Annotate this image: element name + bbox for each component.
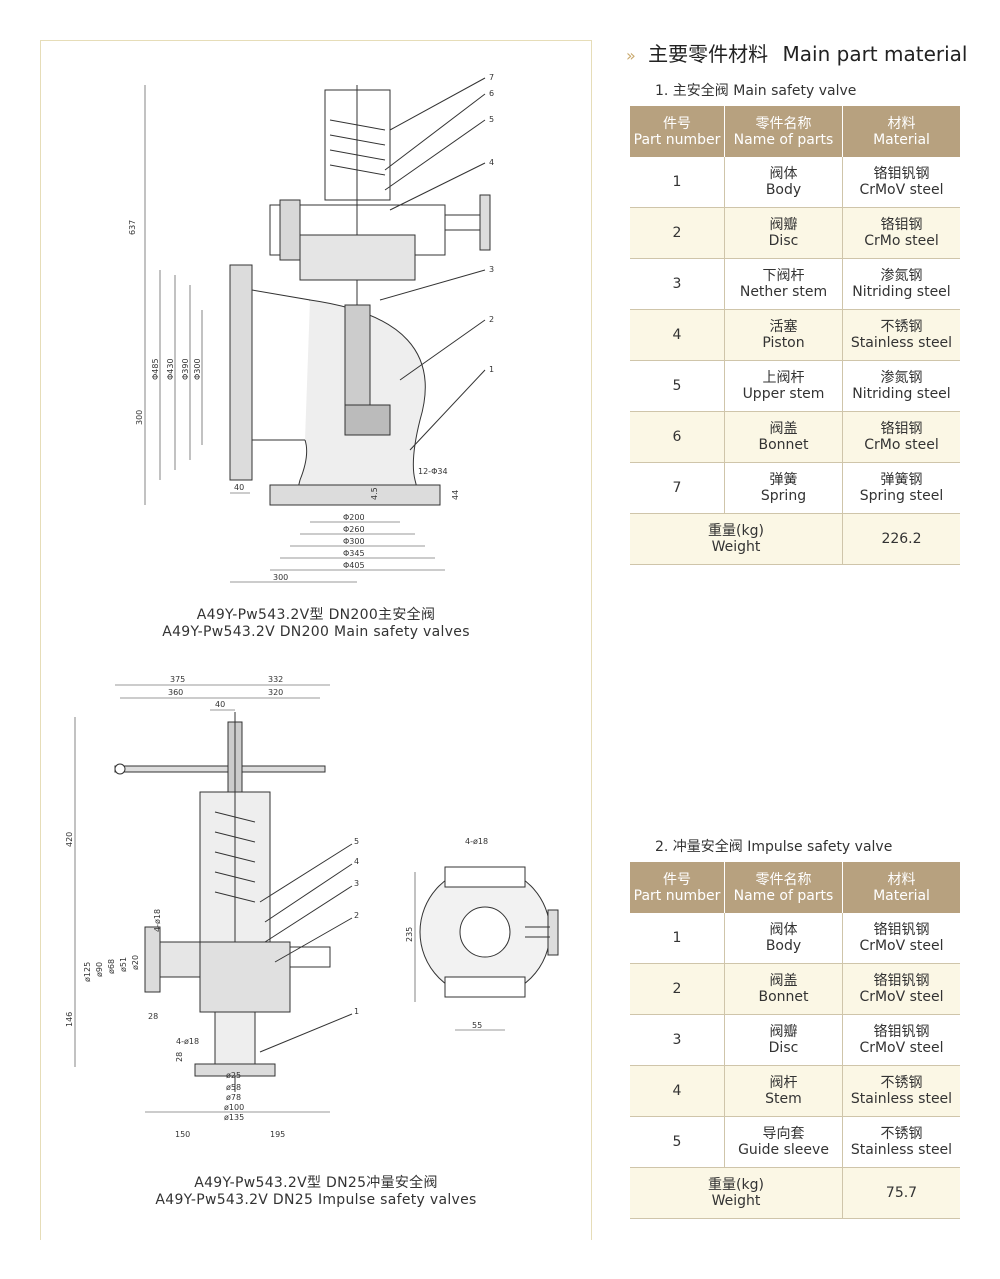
- dim-bolts-bottom: 4-ø18: [176, 1037, 199, 1046]
- dim-55: 55: [472, 1021, 482, 1030]
- dim-d405: Φ405: [343, 561, 365, 570]
- part-label-7: 7: [489, 73, 494, 82]
- dim-420: 420: [65, 832, 74, 847]
- impulse-valve-caption-cn: A49Y-Pw543.2V型 DN25冲量安全阀: [194, 1175, 438, 1191]
- part-label-5: 5: [489, 115, 494, 124]
- dim-320: 320: [268, 688, 283, 697]
- weight-value: 226.2: [842, 513, 960, 565]
- dim-d390: Φ390: [181, 358, 190, 380]
- dim-d68: ø68: [107, 959, 116, 974]
- dim-d135: ø135: [224, 1113, 244, 1122]
- main-valve-subtitle: 1. 主安全阀 Main safety valve: [655, 83, 857, 99]
- dim-bolts-side: 4-ø18: [153, 909, 162, 932]
- dim-4-5: 4.5: [370, 487, 379, 500]
- part-label-1: 1: [354, 1007, 359, 1016]
- main-valve-caption-en: A49Y-Pw543.2V DN200 Main safety valves: [162, 624, 470, 640]
- double-chevron-icon: »: [626, 46, 636, 65]
- part-label-3: 3: [354, 879, 359, 888]
- part-label-6: 6: [489, 89, 494, 98]
- part-label-5: 5: [354, 837, 359, 846]
- dim-28-left: 28: [148, 1012, 158, 1021]
- dim-d90: ø90: [95, 962, 104, 977]
- part-label-4: 4: [354, 857, 359, 866]
- dim-d300-vertical: Φ300: [193, 358, 202, 380]
- dim-44: 44: [451, 490, 460, 500]
- dim-332: 332: [268, 675, 283, 684]
- dim-d125: ø125: [83, 962, 92, 982]
- dim-d200: Φ200: [343, 513, 365, 522]
- dim-40: 40: [215, 700, 225, 709]
- part-label-3: 3: [489, 265, 494, 274]
- dim-40: 40: [234, 483, 244, 492]
- dim-300-vertical: 300: [135, 410, 144, 425]
- dim-d51: ø51: [119, 957, 128, 972]
- dim-300-horizontal: 300: [273, 573, 288, 582]
- dim-d58: ø58: [226, 1083, 241, 1092]
- main-safety-valve-drawing: 637 300 Φ485 Φ430 Φ390 Φ300 40 Φ200 Φ260…: [128, 73, 494, 583]
- weight-value: 75.7: [842, 1167, 960, 1219]
- dim-637: 637: [128, 220, 137, 235]
- weight-row: 重量(kg)Weight 226.2: [630, 513, 960, 565]
- section-title-en: Main part material: [782, 42, 968, 66]
- part-label-4: 4: [489, 158, 494, 167]
- dim-146: 146: [65, 1012, 74, 1027]
- section-title-cn: 主要零件材料: [648, 42, 769, 66]
- section-title: » 主要零件材料 Main part material: [626, 38, 967, 67]
- dim-150: 150: [175, 1130, 190, 1139]
- dim-d485: Φ485: [151, 358, 160, 380]
- dim-235: 235: [405, 927, 414, 942]
- impulse-safety-valve-drawing: 375 332 360 320 40 420 146 ø125 ø90 ø68 …: [65, 675, 559, 1139]
- dim-28-bottom: 28: [175, 1052, 184, 1062]
- dim-375: 375: [170, 675, 185, 684]
- dim-d430: Φ430: [166, 358, 175, 380]
- drawing-frame: [40, 40, 592, 1240]
- dim-top-bolts: 4-ø18: [465, 837, 488, 846]
- dim-360: 360: [168, 688, 183, 697]
- dim-195: 195: [270, 1130, 285, 1139]
- dim-d25: ø25: [226, 1071, 241, 1080]
- part-label-1: 1: [489, 365, 494, 374]
- main-valve-caption: A49Y-Pw543.2V型 DN200主安全阀 A49Y-Pw543.2V D…: [40, 607, 592, 641]
- dim-d78: ø78: [226, 1093, 241, 1102]
- impulse-valve-caption: A49Y-Pw543.2V型 DN25冲量安全阀 A49Y-Pw543.2V D…: [40, 1175, 592, 1209]
- dim-d300: Φ300: [343, 537, 365, 546]
- weight-row: 重量(kg)Weight 75.7: [630, 1167, 960, 1219]
- part-label-2: 2: [354, 911, 359, 920]
- part-label-2: 2: [489, 315, 494, 324]
- dim-bolt-holes: 12-Φ34: [418, 467, 448, 476]
- impulse-valve-caption-en: A49Y-Pw543.2V DN25 Impulse safety valves: [155, 1192, 477, 1208]
- main-valve-caption-cn: A49Y-Pw543.2V型 DN200主安全阀: [196, 607, 436, 623]
- dim-d20: ø20: [131, 955, 140, 970]
- impulse-valve-subtitle: 2. 冲量安全阀 Impulse safety valve: [655, 839, 893, 855]
- dim-d260: Φ260: [343, 525, 365, 534]
- dim-d100: ø100: [224, 1103, 244, 1112]
- dim-d345: Φ345: [343, 549, 365, 558]
